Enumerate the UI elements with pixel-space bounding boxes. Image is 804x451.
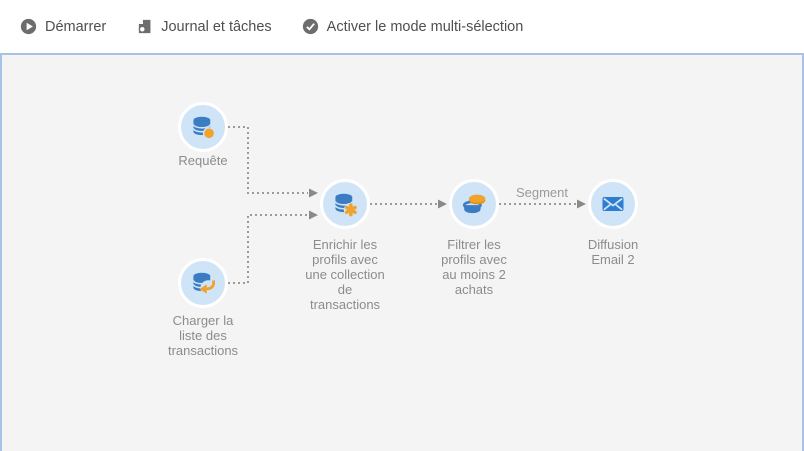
arrowhead-icon xyxy=(309,188,318,198)
start-button-label: Démarrer xyxy=(45,18,107,35)
node-enrich[interactable] xyxy=(320,179,370,229)
play-icon xyxy=(20,18,37,35)
log-tasks-label: Journal et tâches xyxy=(161,18,272,35)
arrowhead-icon xyxy=(438,199,447,209)
journal-search-icon xyxy=(138,19,151,34)
log-tasks-button[interactable]: Journal et tâches xyxy=(136,18,272,35)
arrowhead-icon xyxy=(309,210,318,220)
node-filter[interactable] xyxy=(449,179,499,229)
node-query-label: Requête xyxy=(178,153,228,168)
node-delivery-label: Diffusion Email 2 xyxy=(587,237,639,267)
multiselect-toggle[interactable]: Activer le mode multi-sélection xyxy=(302,18,524,35)
filter-split-icon xyxy=(462,194,486,214)
database-load-icon xyxy=(192,272,216,296)
workflow-connections xyxy=(228,126,586,284)
transition-label-segment[interactable]: Segment xyxy=(515,185,569,200)
node-query[interactable] xyxy=(178,102,228,152)
email-icon xyxy=(602,197,624,211)
start-button[interactable]: Démarrer xyxy=(20,18,106,35)
workflow-canvas[interactable]: Segment Requête xyxy=(0,53,804,451)
multiselect-label: Activer le mode multi-sélection xyxy=(326,18,524,35)
node-delivery[interactable] xyxy=(588,179,638,229)
node-load-list-label: Charger la liste des transactions xyxy=(167,313,239,358)
node-load-list[interactable] xyxy=(178,258,228,308)
node-filter-label: Filtrer les profils avec au moins 2 acha… xyxy=(441,237,507,297)
node-enrich-label: Enrichir les profils avec une collection… xyxy=(305,237,385,312)
arrowhead-icon xyxy=(577,199,586,209)
database-enrich-icon xyxy=(334,193,358,217)
database-query-icon xyxy=(192,116,216,140)
toolbar: Démarrer Journal et tâches Activer le mo… xyxy=(0,0,804,53)
check-circle-icon xyxy=(302,18,318,35)
